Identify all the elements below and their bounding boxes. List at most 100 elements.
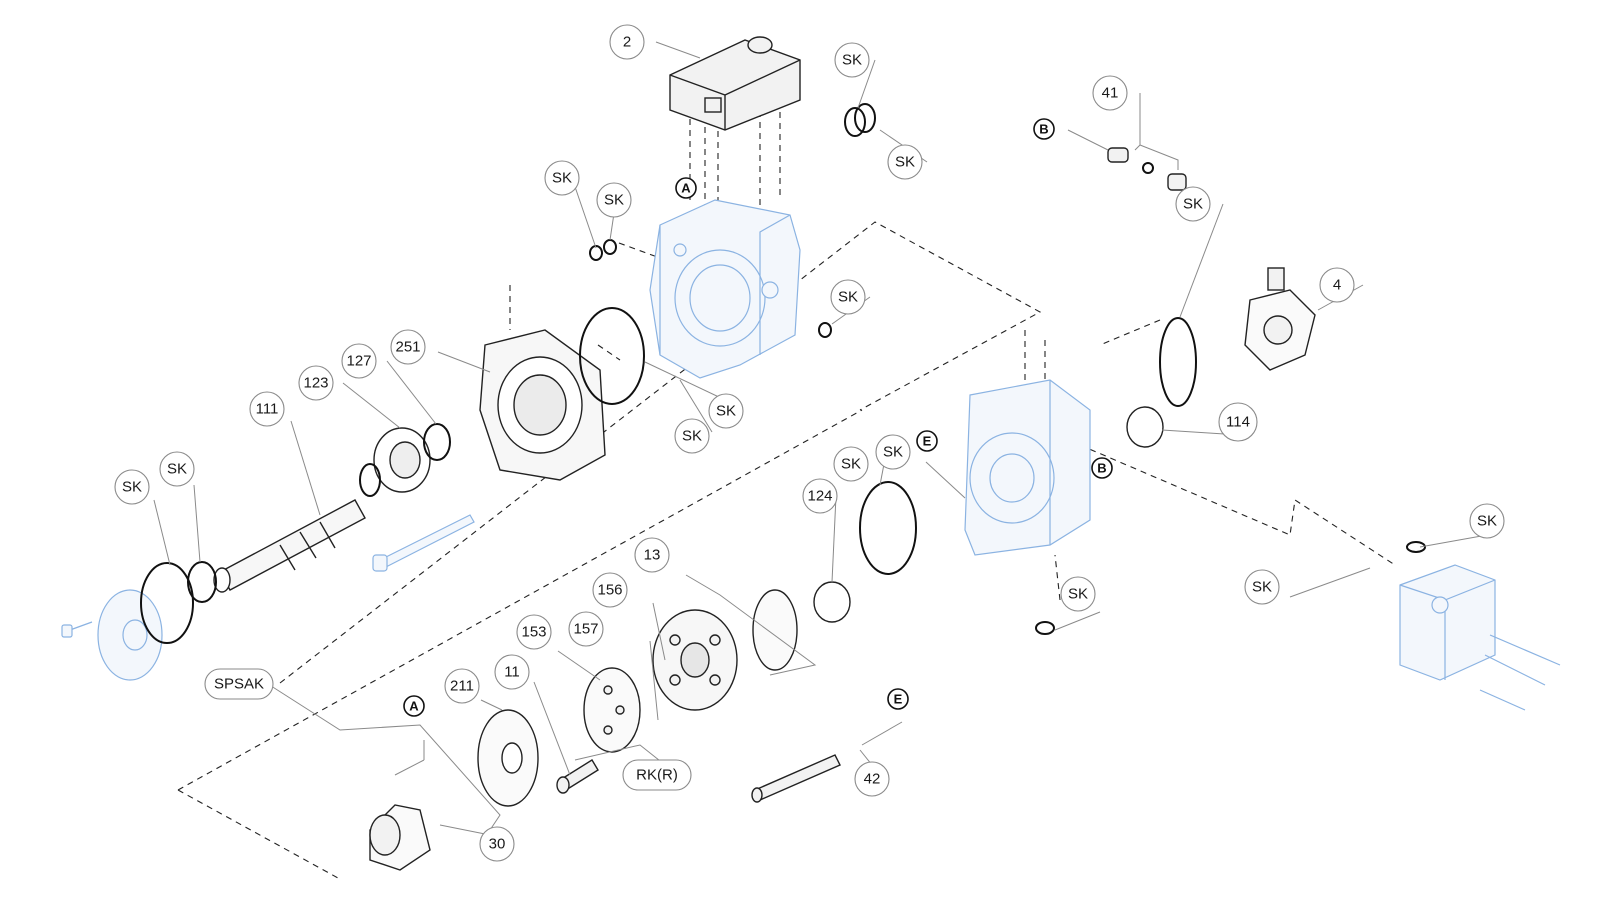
reference-marker-a: A: [403, 695, 425, 717]
callout-114: 114: [1218, 402, 1258, 442]
callout-text: SK: [604, 192, 624, 209]
valve-block: [1399, 564, 1561, 711]
needle-bearing: [813, 406, 1164, 623]
drive-shaft: [213, 499, 366, 593]
callout-text: SK: [552, 170, 572, 187]
callout-41: 41: [1092, 75, 1128, 111]
callout-30: 30: [479, 826, 515, 862]
marker-text: B: [1039, 122, 1048, 137]
callout-text: SK: [895, 154, 915, 171]
callout-text: SK: [1252, 579, 1272, 596]
callout-text: 13: [644, 547, 661, 564]
fitting-41: [1107, 147, 1187, 191]
callout-spsak: SPSAK: [204, 668, 274, 700]
cylinder-block: [652, 609, 738, 711]
callout-sk: SK: [887, 144, 923, 180]
marker-text: A: [681, 181, 691, 196]
reference-marker-e: E: [887, 688, 909, 710]
callout-text: SK: [883, 444, 903, 461]
end-cover: [964, 379, 1091, 556]
piston: [556, 759, 599, 794]
callout-text: 30: [489, 836, 506, 853]
callout-124: 124: [802, 478, 838, 514]
callout-11: 11: [494, 654, 530, 690]
reference-markers: A B E B A E: [403, 118, 1113, 717]
callout-sk: SK: [875, 434, 911, 470]
callout-text: SK: [122, 479, 142, 496]
reference-marker-e: E: [916, 430, 938, 452]
leader-lines: [153, 41, 1488, 846]
callout-text: 153: [521, 624, 546, 641]
pressure-cut-off-valve: [1244, 267, 1316, 371]
callout-2: 2: [609, 24, 645, 60]
callout-text: 2: [623, 34, 631, 51]
servo-piston: [751, 754, 841, 803]
callout-text: 42: [864, 771, 881, 788]
callout-sk: SK: [674, 418, 710, 454]
callout-text: SK: [716, 403, 736, 420]
callout-sk: SK: [833, 446, 869, 482]
callout-text: 211: [450, 678, 474, 695]
callout-text: 251: [395, 339, 420, 356]
valve-plate: [752, 589, 798, 671]
callout-text: 11: [504, 664, 520, 681]
servo-cylinder: [369, 804, 431, 871]
callout-sk: SK: [830, 279, 866, 315]
bearing: [373, 427, 431, 493]
callout-text: SK: [167, 461, 187, 478]
small-bolt-left: [61, 621, 93, 638]
reference-marker-b: B: [1091, 457, 1113, 479]
main-housing: [649, 199, 801, 379]
callout-text: 111: [256, 401, 279, 418]
callout-text: SK: [838, 289, 858, 306]
callout-211: 211: [444, 668, 480, 704]
bearing-flange: [479, 329, 606, 481]
callout-sk: SK: [159, 451, 195, 487]
mounting-flange: [97, 589, 163, 681]
callout-rk-r-: RK(R): [622, 759, 692, 791]
callout-sk: SK: [1175, 186, 1211, 222]
callout-sk: SK: [596, 182, 632, 218]
callout-42: 42: [854, 761, 890, 797]
callout-text: 157: [573, 621, 598, 638]
callout-text: RK(R): [636, 767, 678, 784]
callout-13: 13: [634, 537, 670, 573]
regulator: [669, 36, 801, 131]
callout-sk: SK: [834, 42, 870, 78]
callout-sk: SK: [1244, 569, 1280, 605]
callout-text: 114: [1226, 414, 1250, 431]
callout-127: 127: [341, 343, 377, 379]
callout-sk: SK: [114, 469, 150, 505]
callout-text: 127: [346, 353, 371, 370]
callout-text: 41: [1102, 85, 1119, 102]
reference-marker-b: B: [1033, 118, 1055, 140]
callout-sk: SK: [1469, 503, 1505, 539]
long-bolt: [372, 514, 475, 572]
callout-156: 156: [592, 572, 628, 608]
callout-text: SPSAK: [214, 676, 264, 693]
callout-111: 111: [249, 391, 285, 427]
callout-text: SK: [1183, 196, 1203, 213]
callout-text: 4: [1333, 277, 1341, 294]
callout-text: SK: [1068, 586, 1088, 603]
callout-text: 123: [303, 375, 328, 392]
retainer-plate: [583, 667, 641, 753]
callout-sk: SK: [1060, 576, 1096, 612]
callout-text: 124: [807, 488, 832, 505]
callout-157: 157: [568, 611, 604, 647]
o-rings: [140, 103, 1426, 644]
callout-123: 123: [298, 365, 334, 401]
callout-labels: 2SKSK41SKSKSKSK4251127123111SKSK114SKSKS…: [114, 24, 1505, 862]
callout-text: SK: [841, 456, 861, 473]
callout-153: 153: [516, 614, 552, 650]
callout-251: 251: [390, 329, 426, 365]
callout-text: SK: [682, 428, 702, 445]
marker-text: E: [894, 692, 903, 707]
callout-text: SK: [1477, 513, 1497, 530]
marker-text: B: [1097, 461, 1106, 476]
callout-text: SK: [842, 52, 862, 69]
marker-text: A: [409, 699, 419, 714]
seal-ring: [187, 423, 451, 603]
marker-text: E: [923, 434, 932, 449]
